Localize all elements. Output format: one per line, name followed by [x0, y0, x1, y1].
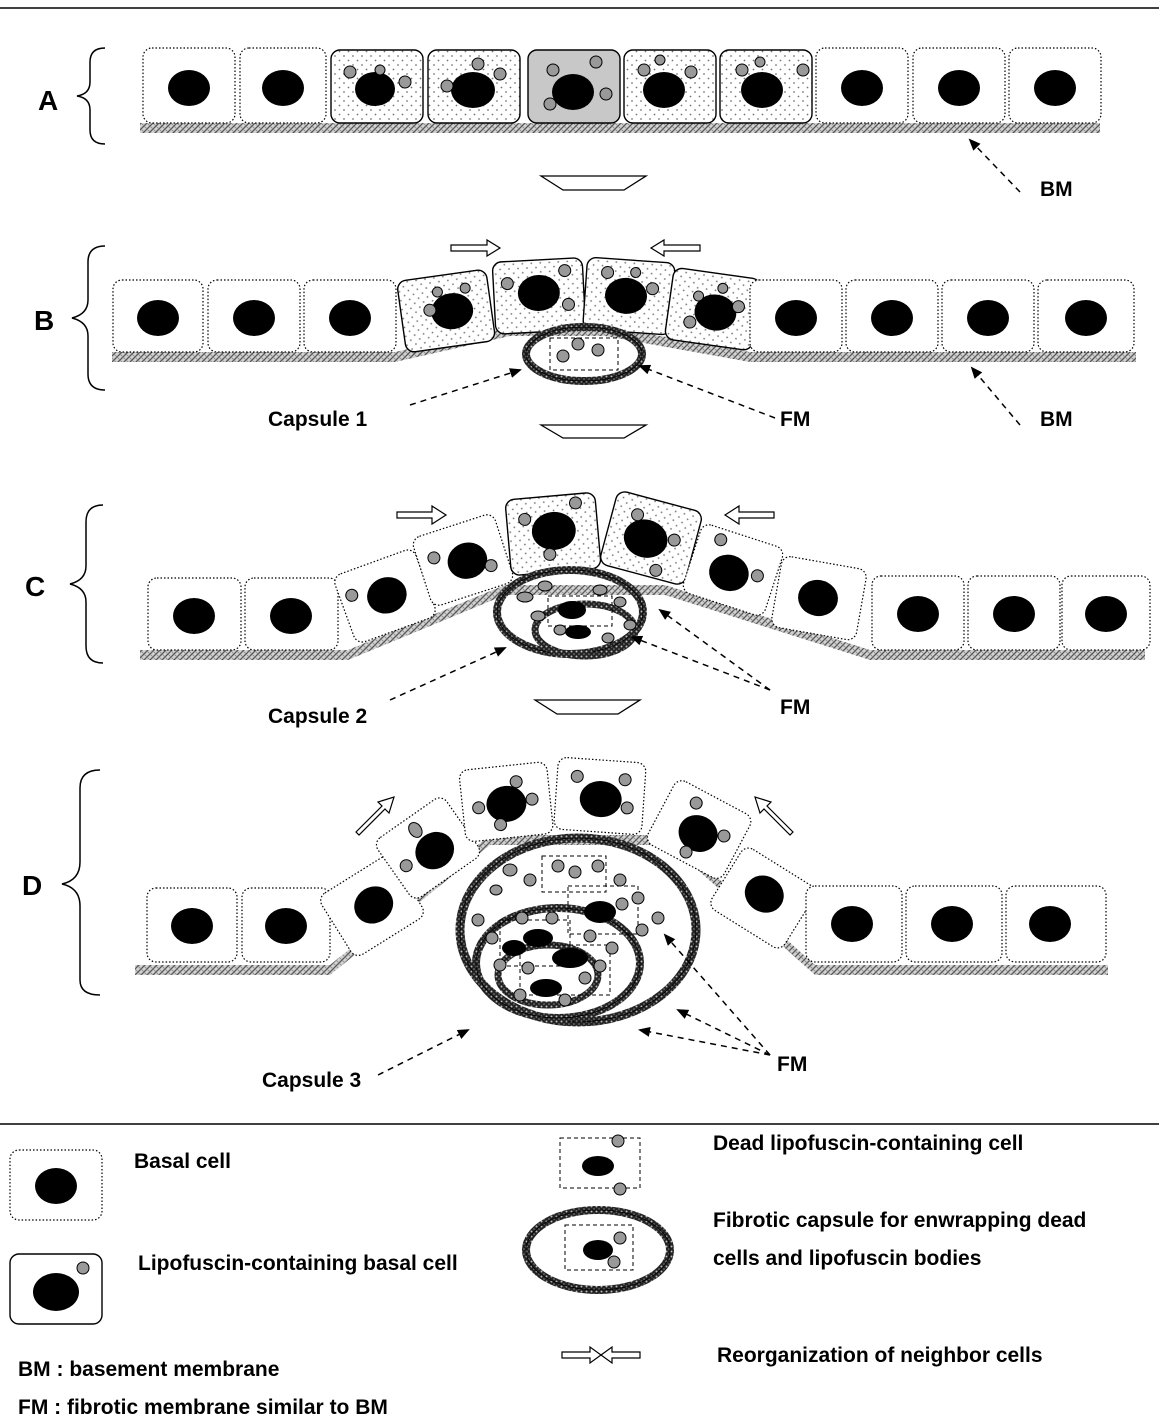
lipofuscin-cell-highlighted: [528, 50, 620, 123]
lipofuscin-cell: [492, 258, 586, 335]
capsule-pointer: [410, 370, 520, 405]
capsule-3-label: Capsule 3: [262, 1069, 361, 1092]
basal-cell: [1009, 48, 1101, 123]
legend: Basal cell Lipofuscin-containing basal c…: [10, 1132, 1086, 1419]
basal-cell: [208, 280, 300, 352]
legend-capsule-label-line2: cells and lipofuscin bodies: [713, 1247, 981, 1270]
brace-b: [72, 246, 105, 390]
capsule-3: [460, 838, 696, 1022]
panel-label-a: A: [38, 85, 58, 116]
reorganization-arrow: [356, 797, 394, 835]
brace-a: [77, 48, 105, 144]
legend-reorganization-label: Reorganization of neighbor cells: [717, 1344, 1043, 1367]
basal-cell: [906, 886, 1002, 962]
lipofuscin-cell: [397, 269, 496, 353]
fm-pointer: [678, 1010, 770, 1055]
panel-label-c: C: [25, 571, 45, 602]
legend-capsule-label-line1: Fibrotic capsule for enwrapping dead: [713, 1209, 1086, 1232]
basal-cell: [846, 280, 938, 352]
bm-label: BM: [1040, 408, 1073, 431]
lipofuscin-cell: [505, 492, 601, 576]
basal-cell: [1038, 280, 1134, 352]
lipofuscin-cell: [664, 267, 761, 351]
lipofuscin-cell: [428, 50, 520, 123]
basal-cell: [143, 48, 235, 123]
fm-pointer: [665, 935, 770, 1055]
fm-label: FM: [777, 1053, 807, 1076]
fm-pointer: [632, 637, 770, 690]
bm-pointer: [970, 140, 1020, 192]
legend-bm-definition: BM : basement membrane: [18, 1358, 279, 1381]
lipofuscin-cell: [331, 50, 423, 123]
panel-b: B: [34, 240, 1136, 431]
basal-cell: [750, 280, 842, 352]
panel-d: D: [22, 757, 1108, 1092]
fm-pointer: [640, 366, 775, 418]
reorganization-arrow: [651, 240, 700, 256]
fm-label: FM: [780, 696, 810, 719]
legend-lipofuscin-cell-symbol: [10, 1254, 102, 1324]
basal-cell: [147, 888, 237, 962]
legend-lipofuscin-cell-label: Lipofuscin-containing basal cell: [138, 1252, 458, 1275]
lipofuscin-cell: [624, 50, 716, 123]
basal-cell: [242, 888, 330, 962]
basal-cell: [942, 280, 1034, 352]
reorganization-arrow: [451, 240, 500, 256]
capsule-pointer: [378, 1030, 468, 1075]
basal-cell: [806, 886, 902, 962]
legend-reorganization-arrows-symbol: [562, 1347, 640, 1363]
brace-c: [70, 505, 103, 663]
panel-label-d: D: [22, 870, 42, 901]
basal-cell: [148, 578, 241, 650]
bm-label: BM: [1040, 178, 1073, 201]
fm-label: FM: [780, 408, 810, 431]
basal-cell: [816, 48, 908, 123]
basal-cell: [872, 576, 964, 650]
capsule-1-label: Capsule 1: [268, 408, 368, 431]
lipofuscin-cell: [720, 50, 812, 123]
step-arrow: [541, 425, 646, 438]
basement-membrane: [140, 123, 1100, 133]
reorganization-arrow: [755, 797, 793, 835]
basal-cell: [240, 48, 326, 123]
step-arrow: [535, 700, 640, 714]
step-arrow: [541, 176, 646, 190]
capsule-2-label: Capsule 2: [268, 705, 367, 728]
basal-cell: [245, 578, 338, 650]
basal-cell: [304, 280, 396, 352]
legend-basal-cell-label: Basal cell: [134, 1150, 231, 1173]
basal-cell: [1006, 886, 1106, 962]
lipofuscin-cell: [459, 761, 554, 842]
legend-fm-definition: FM : fibrotic membrane similar to BM: [18, 1396, 388, 1419]
legend-dead-cell-symbol: [560, 1135, 640, 1195]
legend-dead-cell-label: Dead lipofuscin-containing cell: [713, 1132, 1023, 1155]
basal-cell: [968, 576, 1060, 650]
panel-c: C: [25, 490, 1150, 728]
fm-pointer: [640, 1030, 770, 1055]
basal-cell: [1062, 576, 1150, 650]
legend-basal-cell-symbol: [10, 1150, 102, 1220]
capsule-2: [497, 570, 643, 656]
panel-label-b: B: [34, 305, 54, 336]
lipofuscin-cell: [554, 757, 647, 835]
basal-cell: [770, 555, 867, 641]
basal-cell: [913, 48, 1005, 123]
legend-capsule-symbol: [526, 1210, 670, 1290]
reorganization-arrow: [725, 506, 774, 524]
lipofuscin-cell: [583, 257, 676, 335]
capsule-pointer: [390, 648, 505, 700]
brace-d: [62, 770, 100, 995]
reorganization-arrow: [397, 506, 446, 524]
basal-cell: [113, 280, 203, 352]
bm-pointer: [972, 368, 1020, 425]
